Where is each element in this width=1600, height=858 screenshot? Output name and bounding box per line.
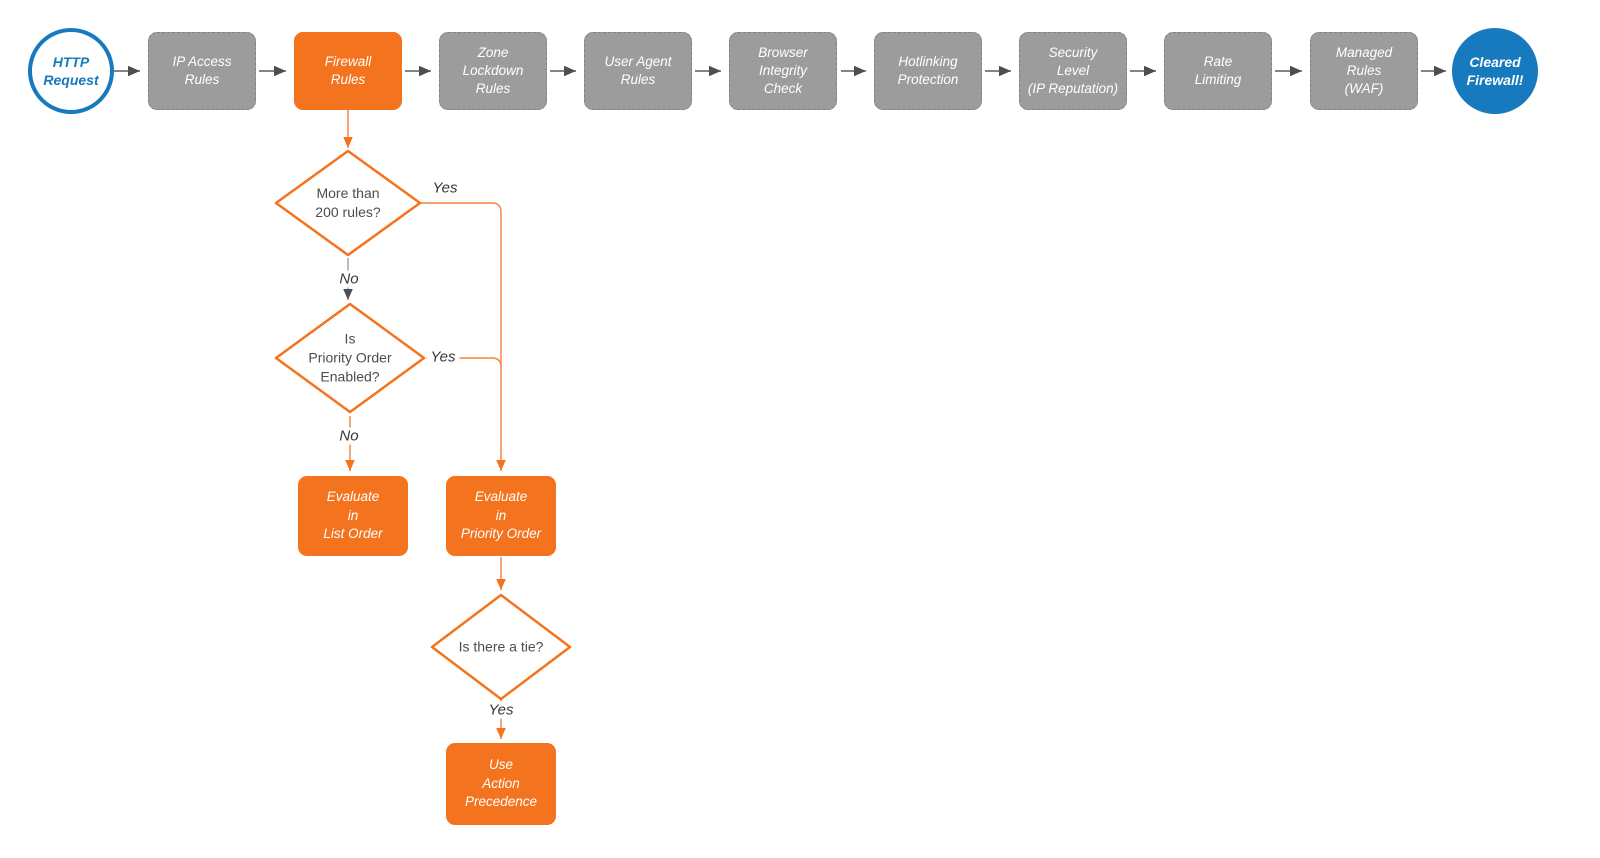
decision-diamond-priority-order-enabled bbox=[274, 302, 426, 414]
path-decision-200-yes-to-evaluate-priority bbox=[421, 202, 506, 471]
action-use-action-precedence: Use Action Precedence bbox=[446, 743, 556, 825]
edge-label-no-decision-200: No bbox=[335, 270, 363, 288]
node-rate-limiting: Rate Limiting bbox=[1164, 32, 1272, 110]
node-zone-lockdown-rules: Zone Lockdown Rules bbox=[439, 32, 547, 110]
node-firewall-rules: Firewall Rules bbox=[294, 32, 402, 110]
decision-diamond-is-there-a-tie bbox=[430, 593, 572, 701]
node-managed-rules-waf: Managed Rules (WAF) bbox=[1310, 32, 1418, 110]
decision-label-is-there-a-tie: Is there a tie? bbox=[458, 638, 544, 655]
edge-label-no-decision-priority: No bbox=[335, 427, 363, 445]
edge-label-yes-decision-priority: Yes bbox=[426, 348, 460, 366]
node-browser-integrity-check: Browser Integrity Check bbox=[729, 32, 837, 110]
node-hotlinking-protection: Hotlinking Protection bbox=[874, 32, 982, 110]
path-decision-priority-yes-join bbox=[426, 357, 502, 368]
node-cleared-firewall: Cleared Firewall! bbox=[1452, 28, 1538, 114]
decision-label-more-than-200-rules: More than 200 rules? bbox=[315, 185, 381, 220]
action-evaluate-in-priority-order: Evaluate in Priority Order bbox=[446, 476, 556, 556]
decision-label-priority-order-enabled: Is Priority Order Enabled? bbox=[308, 330, 392, 385]
action-evaluate-in-list-order: Evaluate in List Order bbox=[298, 476, 408, 556]
node-user-agent-rules: User Agent Rules bbox=[584, 32, 692, 110]
node-http-request: HTTP Request bbox=[28, 28, 114, 114]
edge-label-yes-decision-200: Yes bbox=[432, 179, 458, 197]
edge-label-yes-decision-tie: Yes bbox=[484, 701, 518, 719]
node-security-level: Security Level (IP Reputation) bbox=[1019, 32, 1127, 110]
node-ip-access-rules: IP Access Rules bbox=[148, 32, 256, 110]
decision-diamond-more-than-200-rules bbox=[274, 149, 422, 257]
